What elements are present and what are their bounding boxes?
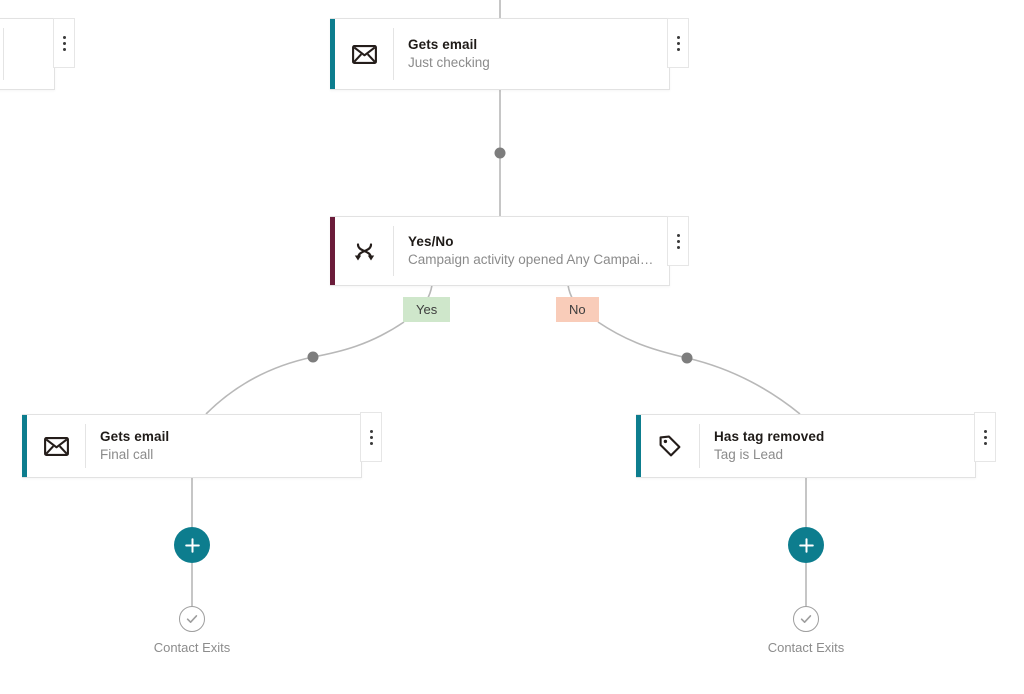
kebab-dot-icon [62, 35, 66, 39]
kebab-dot-icon [676, 239, 680, 243]
node-divider [393, 28, 394, 80]
plus-icon [798, 537, 814, 553]
contact-exit-icon-left [179, 606, 205, 632]
check-circle-icon [800, 615, 812, 623]
kebab-dot-icon [983, 429, 987, 433]
kebab-dot-icon [983, 441, 987, 445]
node-card-has-tag-removed[interactable]: Has tag removed Tag is Lead [636, 414, 976, 478]
node-card-gets-email-top[interactable]: Gets email Just checking [330, 18, 670, 90]
node-menu-button-gets-email-top[interactable] [667, 18, 689, 68]
node-divider [699, 424, 700, 468]
node-body: Gets email Final call [86, 415, 361, 477]
kebab-dot-icon [983, 435, 987, 439]
node-divider [85, 424, 86, 468]
node-body [4, 19, 54, 89]
kebab-dot-icon [369, 435, 373, 439]
contact-exit-label-right: Contact Exits [767, 640, 845, 655]
node-card-yes-no[interactable]: Yes/No Campaign activity opened Any Camp… [330, 216, 670, 286]
envelope-icon [27, 415, 85, 477]
kebab-dot-icon [676, 245, 680, 249]
node-accent-bar [330, 19, 335, 89]
node-subtitle: Campaign activity opened Any Campaig... [408, 252, 655, 267]
node-accent-bar [22, 415, 27, 477]
node-subtitle: Final call [100, 447, 154, 462]
contact-exit-label-left: Contact Exits [153, 640, 231, 655]
kebab-dot-icon [676, 47, 680, 51]
node-title: Gets email [408, 37, 478, 52]
node-body: Yes/No Campaign activity opened Any Camp… [394, 217, 669, 285]
check-circle-icon [186, 615, 198, 623]
node-menu-button-yes-no[interactable] [667, 216, 689, 266]
node-accent-bar [636, 415, 641, 477]
kebab-dot-icon [62, 47, 66, 51]
plus-icon [184, 537, 200, 553]
kebab-dot-icon [676, 41, 680, 45]
add-step-button-left[interactable] [174, 527, 210, 563]
branch-badge-no[interactable]: No [556, 297, 599, 322]
kebab-dot-icon [676, 233, 680, 237]
kebab-dot-icon [62, 41, 66, 45]
node-card-partial-offscreen[interactable] [0, 18, 55, 90]
kebab-dot-icon [369, 429, 373, 433]
node-title: Gets email [100, 429, 170, 444]
branch-badge-yes[interactable]: Yes [403, 297, 451, 322]
node-menu-button-gets-email-final[interactable] [360, 412, 382, 462]
node-divider [393, 226, 394, 276]
node-subtitle: Tag is Lead [714, 447, 784, 462]
kebab-dot-icon [676, 35, 680, 39]
contact-exit-icon-right [793, 606, 819, 632]
node-body: Gets email Just checking [394, 19, 669, 89]
node-card-gets-email-final[interactable]: Gets email Final call [22, 414, 362, 478]
node-menu-button-partial[interactable] [53, 18, 75, 68]
node-accent-bar [330, 217, 335, 285]
tag-icon [641, 415, 699, 477]
node-title: Has tag removed [714, 429, 825, 444]
node-title: Yes/No [408, 234, 454, 249]
branch-split-icon [335, 217, 393, 285]
kebab-dot-icon [369, 441, 373, 445]
envelope-icon [335, 19, 393, 89]
node-menu-button-has-tag-removed[interactable] [974, 412, 996, 462]
node-body: Has tag removed Tag is Lead [700, 415, 975, 477]
node-divider [3, 28, 4, 80]
node-subtitle: Just checking [408, 55, 490, 70]
add-step-button-right[interactable] [788, 527, 824, 563]
